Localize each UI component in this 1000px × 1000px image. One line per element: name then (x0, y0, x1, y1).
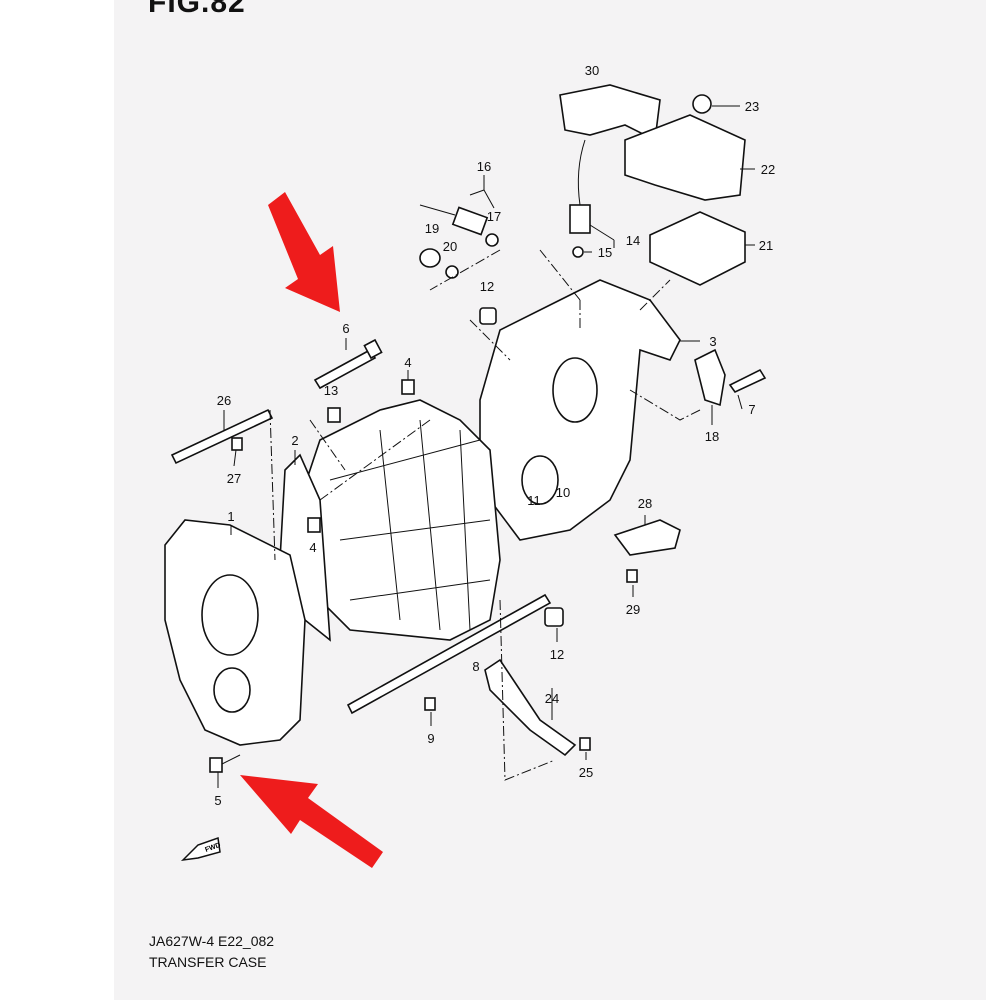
callout-15: 15 (598, 245, 612, 260)
module-21 (649, 211, 746, 286)
callout-26: 26 (217, 393, 231, 408)
callout-17: 17 (487, 209, 501, 224)
sensor-16 (451, 206, 489, 236)
plug-19 (419, 248, 441, 268)
switch-14 (569, 204, 591, 234)
callout-4b: 4 (309, 540, 316, 555)
callout-24: 24 (545, 691, 559, 706)
cover-22 (624, 114, 746, 201)
case-2 (299, 399, 501, 641)
callout-22: 22 (761, 162, 775, 177)
callout-10: 10 (556, 485, 570, 500)
callout-14: 14 (626, 233, 640, 248)
callout-9: 9 (427, 731, 434, 746)
diagram-code: JA627W-4 E22_082 (149, 933, 275, 949)
bolt-7 (728, 368, 767, 394)
callout-12b: 12 (550, 647, 564, 662)
callout-11: 11 (527, 493, 541, 508)
callout-30: 30 (585, 63, 599, 78)
pin-4 (401, 379, 415, 395)
callout-16: 16 (477, 159, 491, 174)
strip-26 (170, 408, 274, 465)
callout-labels: 30 23 22 16 17 14 15 21 19 20 12 6 3 4 1… (214, 63, 775, 808)
sensor-28 (613, 519, 681, 556)
bolt-5 (209, 757, 223, 773)
callout-5: 5 (214, 793, 221, 808)
callout-7: 7 (748, 402, 755, 417)
red-arrow-top-icon (268, 192, 340, 312)
plug-13 (327, 407, 341, 423)
callout-13: 13 (324, 383, 338, 398)
callout-20: 20 (443, 239, 457, 254)
pin-4b (307, 517, 321, 533)
bracket-30 (559, 84, 661, 142)
callout-21: 21 (759, 238, 773, 253)
bracket-24 (484, 658, 577, 757)
callout-19: 19 (425, 221, 439, 236)
callout-28: 28 (638, 496, 652, 511)
callout-27: 27 (227, 471, 241, 486)
diagram-caption: TRANSFER CASE (149, 954, 267, 970)
gasket-18 (694, 348, 726, 407)
callout-29: 29 (626, 602, 640, 617)
callout-2: 2 (291, 433, 298, 448)
callout-25: 25 (579, 765, 593, 780)
fwd-arrow-icon: FWD (180, 836, 222, 862)
strip-8 (346, 593, 552, 715)
red-arrow-bottom-icon (240, 775, 383, 868)
callout-8: 8 (472, 659, 479, 674)
callout-1: 1 (227, 509, 234, 524)
plug-12 (479, 307, 497, 325)
nut-23 (692, 94, 712, 114)
bolt-6 (313, 348, 377, 390)
callout-18: 18 (705, 429, 719, 444)
callout-23: 23 (745, 99, 759, 114)
plug-12b (544, 607, 564, 627)
callout-3: 3 (709, 334, 716, 349)
callout-12: 12 (480, 279, 494, 294)
figure-title: FIG.82 (148, 0, 246, 19)
callout-4: 4 (404, 355, 411, 370)
callout-6: 6 (342, 321, 349, 336)
